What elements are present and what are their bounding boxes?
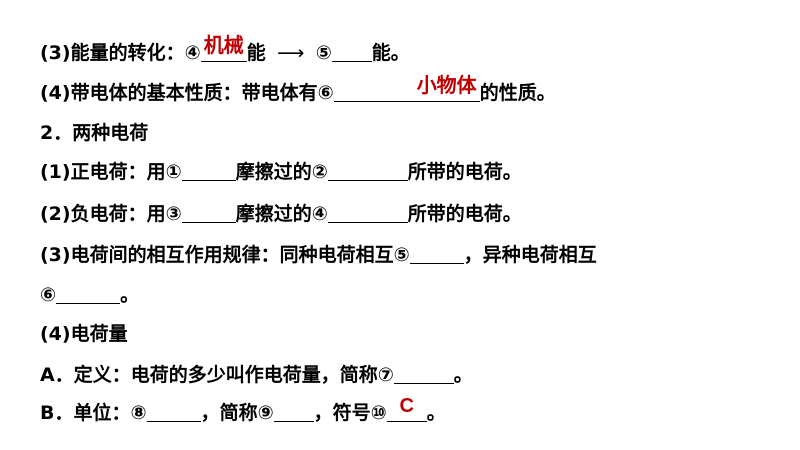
- text: 所带的电荷。: [407, 161, 522, 183]
- line-negative-charge: (2)负电荷：用③ 摩擦过的④ 所带的电荷。: [40, 201, 522, 227]
- line-unit: B．单位：⑧ ，简称⑨ ，符号⑩ C 。: [40, 395, 446, 426]
- blank-1[interactable]: [181, 160, 236, 181]
- answer-6: 小物体: [416, 75, 477, 97]
- blank-6[interactable]: 小物体: [333, 75, 480, 102]
- text: 摩擦过的②: [235, 161, 328, 183]
- blank-10[interactable]: C: [386, 395, 427, 422]
- text: 。: [120, 284, 140, 306]
- line-interaction-rule: (3)电荷间的相互作用规律：同种电荷相互⑤ ，异种电荷相互: [40, 242, 597, 268]
- section-heading-charge-quantity: (4)电荷量: [40, 321, 128, 347]
- arrow-icon: ⟶: [277, 42, 305, 64]
- text: 的性质。: [479, 82, 556, 104]
- text: A．定义：电荷的多少叫作电荷量，简称⑦: [40, 364, 394, 386]
- blank-4b[interactable]: [327, 202, 408, 223]
- text: 。: [453, 364, 473, 386]
- text: (2)负电荷：用③: [40, 203, 182, 225]
- text: (4)电荷量: [40, 323, 128, 345]
- blank-3[interactable]: [181, 202, 236, 223]
- blank-8[interactable]: [146, 401, 201, 422]
- text: 能。: [371, 42, 410, 64]
- blank-5b[interactable]: [409, 243, 464, 264]
- section-heading-two-charges: 2．两种电荷: [40, 120, 148, 146]
- text: 能: [246, 42, 266, 64]
- text: (1)正电荷：用①: [40, 161, 182, 183]
- text: 所带的电荷。: [407, 203, 522, 225]
- text: 摩擦过的④: [235, 203, 328, 225]
- line-charged-body-property: (4)带电体的基本性质：带电体有⑥ 小物体的性质。: [40, 75, 556, 106]
- blank-7[interactable]: [393, 363, 454, 384]
- text: B．单位：⑧: [40, 402, 147, 424]
- line-positive-charge: (1)正电荷：用① 摩擦过的② 所带的电荷。: [40, 159, 522, 185]
- answer-4: 机械: [203, 35, 244, 57]
- answer-10: C: [399, 395, 414, 417]
- text: 。: [426, 402, 446, 424]
- text: (3)电荷间的相互作用规律：同种电荷相互⑤: [40, 244, 410, 266]
- text: (4)带电体的基本性质：带电体有⑥: [40, 82, 334, 104]
- text: (3)能量的转化：④: [40, 42, 201, 64]
- text: ，简称⑨: [200, 402, 274, 424]
- text: ，异种电荷相互: [463, 244, 597, 266]
- text: ⑥: [40, 284, 57, 306]
- blank-9[interactable]: [273, 401, 314, 422]
- text: ⑤: [315, 42, 332, 64]
- text: 2．两种电荷: [40, 122, 149, 144]
- text: ，符号⑩: [313, 402, 387, 424]
- blank-6b[interactable]: [56, 283, 121, 304]
- blank-4[interactable]: 机械: [200, 35, 247, 62]
- line-definition: A．定义：电荷的多少叫作电荷量，简称⑦ 。: [40, 362, 473, 388]
- line-interaction-rule-cont: ⑥。: [40, 282, 139, 308]
- blank-2[interactable]: [327, 160, 408, 181]
- blank-5[interactable]: [331, 41, 372, 62]
